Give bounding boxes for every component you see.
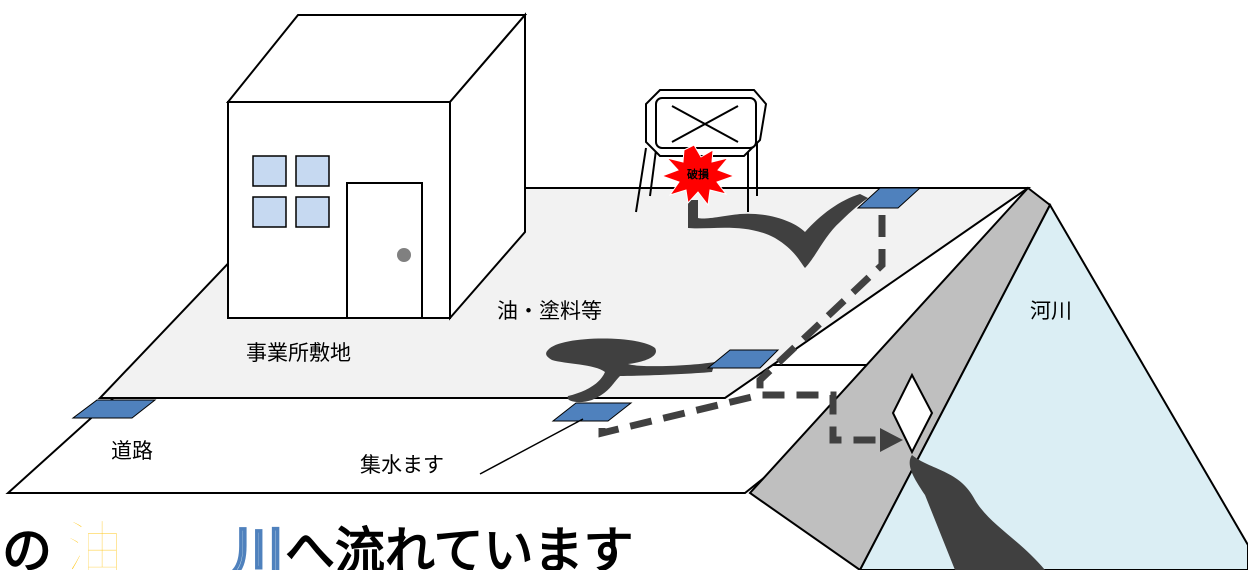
- damage-burst: [660, 144, 736, 207]
- pipe-route-lower: [598, 391, 882, 444]
- headline-suffix: へ流れています: [285, 522, 634, 570]
- site-label: 事業所敷地: [246, 341, 351, 365]
- catch-basin: [551, 402, 633, 422]
- catch-basin-label: 集水ます: [360, 453, 444, 477]
- pipe-route-upper: [756, 215, 886, 395]
- building: [225, 12, 528, 321]
- tank-oil-stream: [688, 194, 868, 268]
- damage-label: 破損: [687, 167, 710, 181]
- embankment: [748, 186, 1052, 570]
- catch-basin: [71, 399, 157, 419]
- damaged-tank: 破損: [635, 89, 768, 213]
- window-pane: [295, 196, 330, 228]
- door-knob: [397, 248, 411, 262]
- catch-basin: [706, 349, 780, 369]
- headline-river-char: 川: [233, 522, 283, 570]
- oil-paint-label: 油・塗料等: [497, 299, 602, 323]
- pipe-arrowhead: [880, 428, 903, 452]
- door: [346, 182, 423, 319]
- headline-oil-char: 油: [65, 514, 123, 570]
- outfall: [891, 372, 934, 455]
- catch-basin-leader: [479, 418, 584, 475]
- drainage-pipes: [598, 215, 886, 444]
- window-pane: [252, 155, 287, 187]
- window-pane: [295, 155, 330, 187]
- river-water: [858, 202, 1248, 570]
- headline: の 油 川 へ流れています: [2, 513, 634, 570]
- river-oil-plume: [909, 455, 1045, 570]
- site-oil-puddle: [546, 338, 715, 403]
- road-label: 道路: [111, 439, 153, 463]
- river-label: 河川: [1030, 299, 1072, 323]
- window-pane: [252, 196, 287, 228]
- catch-basin: [856, 187, 922, 209]
- headline-prefix: の: [2, 522, 52, 570]
